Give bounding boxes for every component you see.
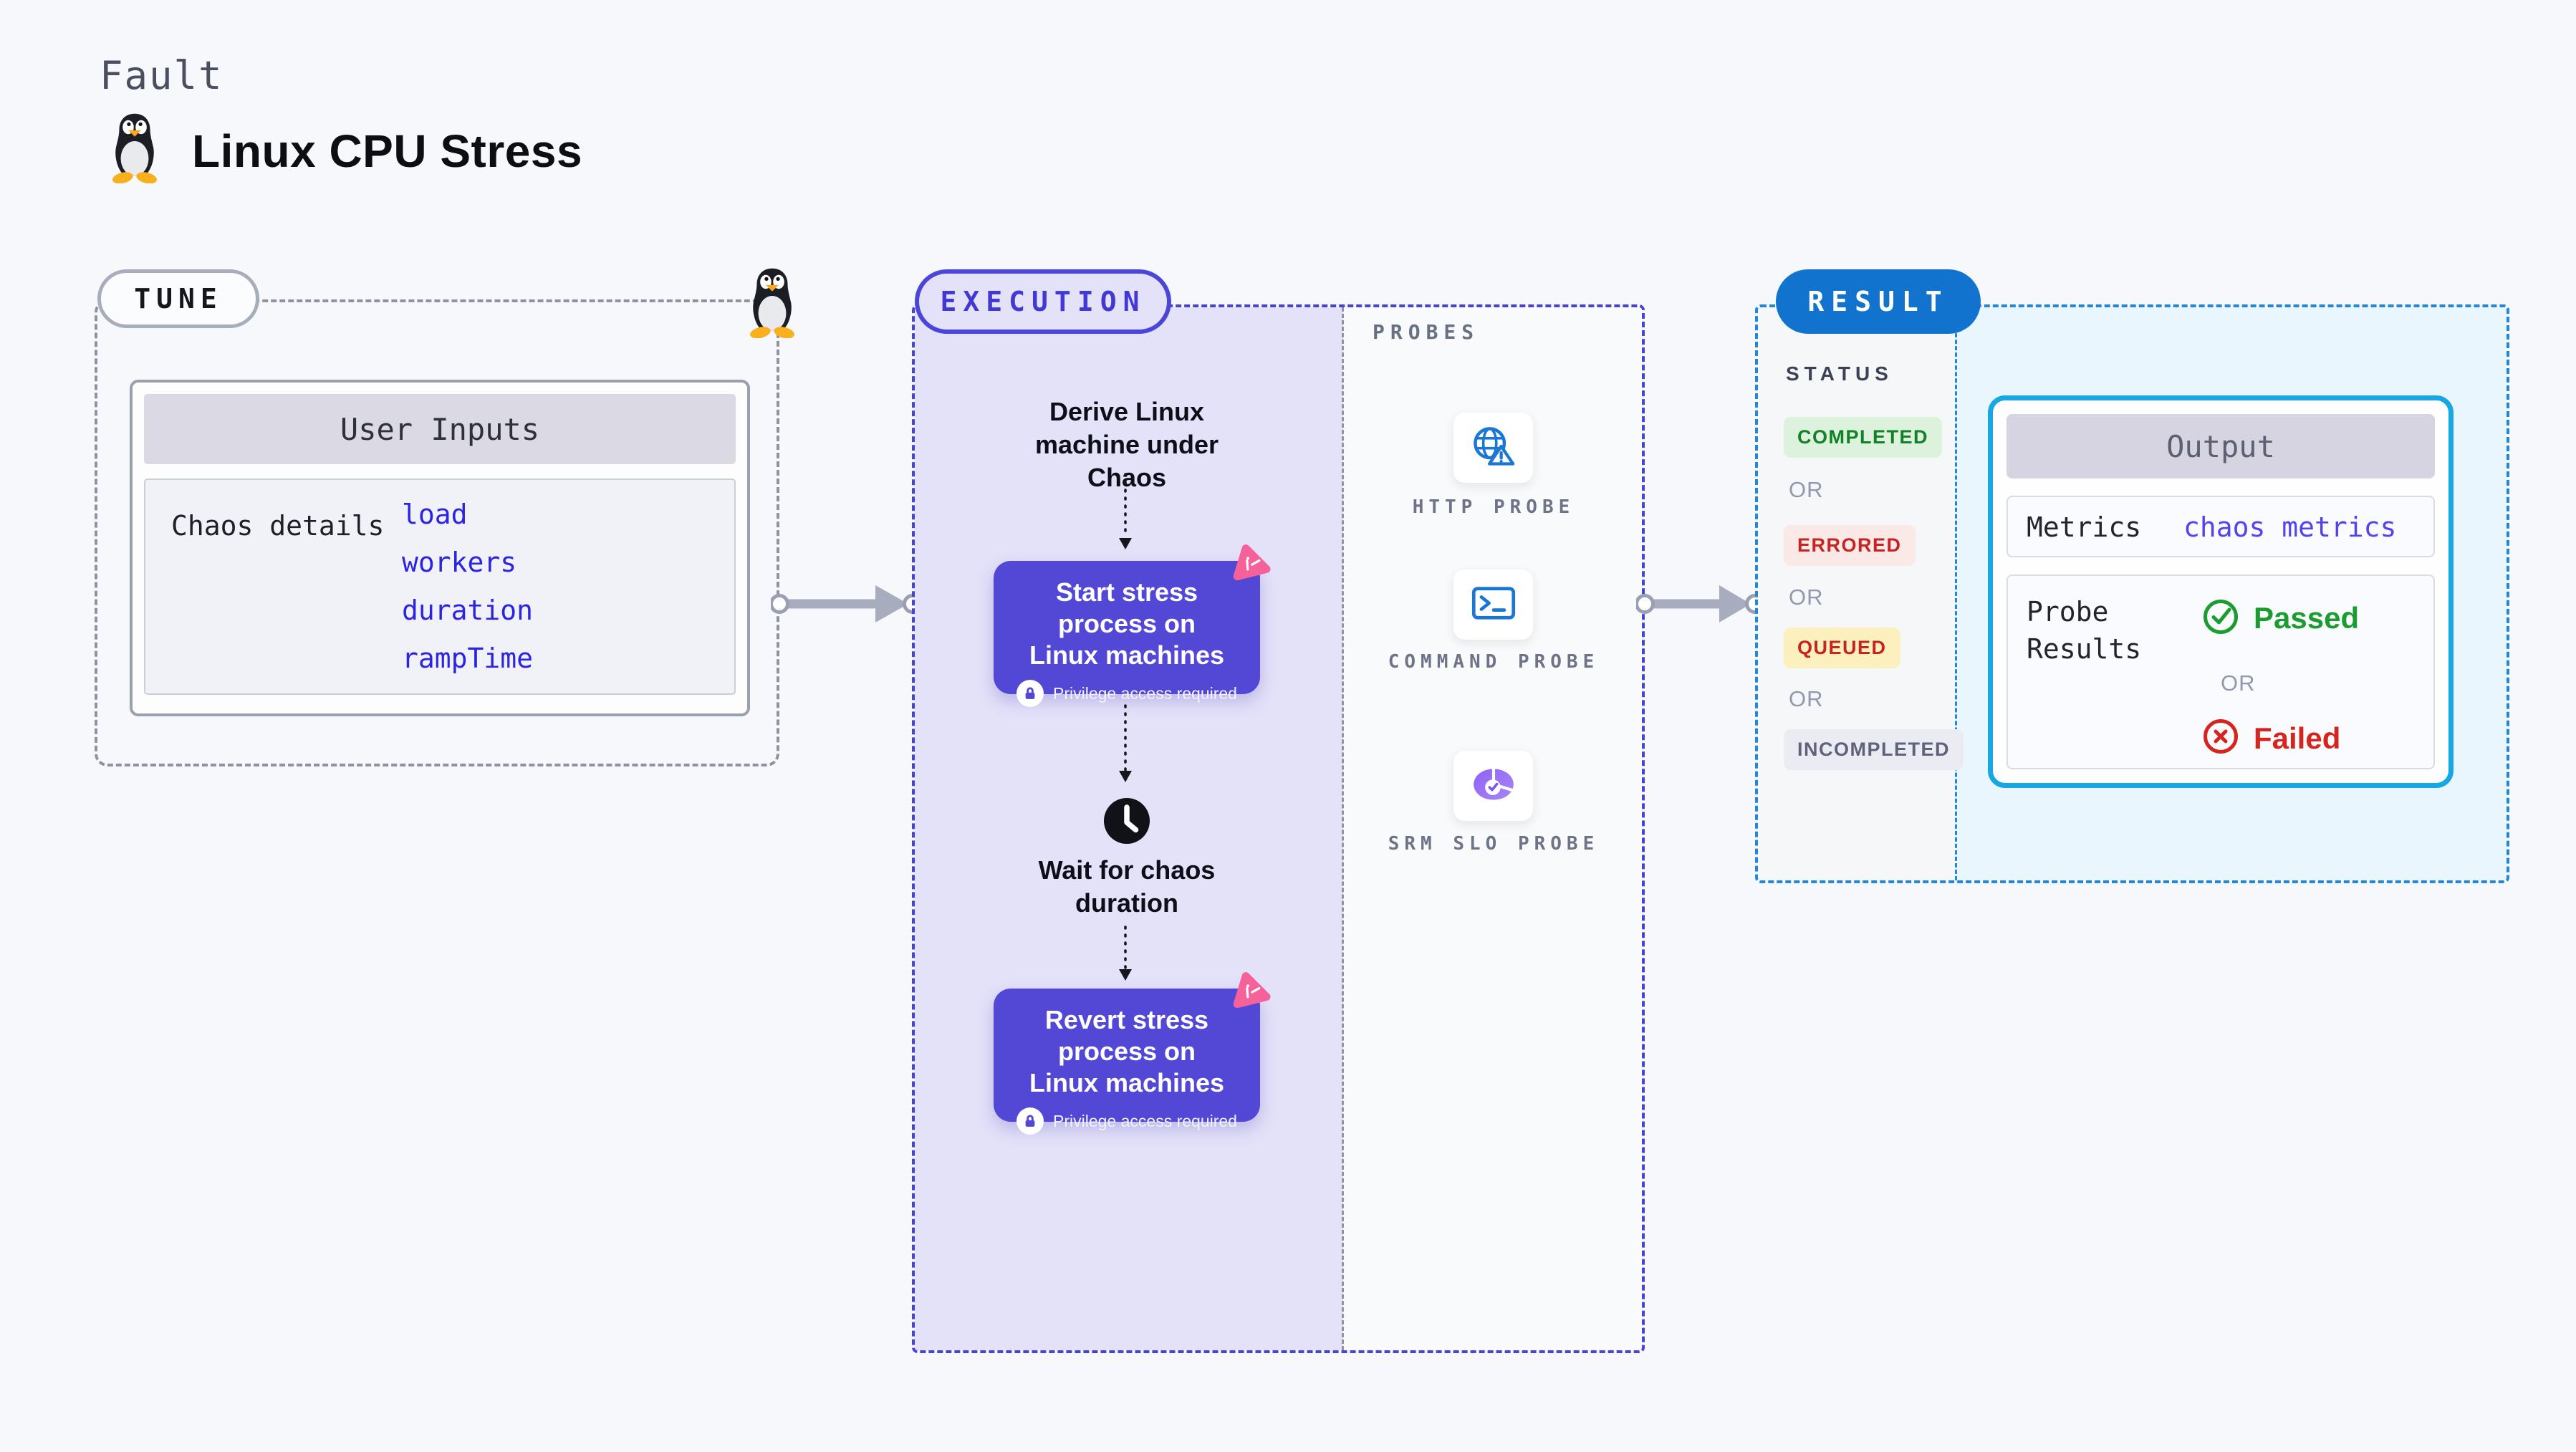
srm-slo-probe-card xyxy=(1453,751,1533,821)
lock-icon xyxy=(1017,680,1044,707)
tune-pill: TUNE xyxy=(97,269,259,328)
chaos-details-box xyxy=(144,479,736,695)
terminal-icon xyxy=(1471,585,1517,625)
page-title: Linux CPU Stress xyxy=(192,125,583,177)
revert-stress-card: Revert stress process on Linux machines … xyxy=(994,989,1260,1135)
passed-label: Passed xyxy=(2254,600,2360,635)
flow-arrow-down-icon xyxy=(1116,473,1135,554)
tune-section-box xyxy=(95,299,779,766)
http-probe-card xyxy=(1453,413,1533,483)
input-link-ramptime[interactable]: rampTime xyxy=(402,643,534,674)
input-link-workers[interactable]: workers xyxy=(402,547,517,578)
status-badge-errored: ERRORED xyxy=(1784,525,1916,566)
x-circle-icon xyxy=(2201,716,2241,760)
tux-icon xyxy=(105,112,165,184)
command-probe-label: COMMAND PROBE xyxy=(1388,651,1600,673)
derive-step-label: Derive Linux machine under Chaos xyxy=(1034,397,1219,492)
wait-step-label: Wait for chaos duration xyxy=(1038,855,1216,918)
status-output-divider xyxy=(1955,307,1957,880)
user-inputs-header: User Inputs xyxy=(144,394,736,464)
privilege-note: Privilege access required xyxy=(1053,1111,1237,1130)
clock-icon xyxy=(1102,797,1151,849)
chaos-details-label: Chaos details xyxy=(171,510,385,542)
status-column-background xyxy=(1758,307,1956,880)
probe-results-label: Probe Results xyxy=(2027,596,2142,665)
execution-pill: EXECUTION xyxy=(915,269,1171,334)
chaos-badge-icon xyxy=(1228,541,1271,587)
or-label: OR xyxy=(1789,477,1824,502)
srm-slo-probe-label: SRM SLO PROBE xyxy=(1388,833,1600,855)
status-heading: STATUS xyxy=(1786,362,1893,385)
metrics-row xyxy=(2007,496,2435,557)
execution-to-result-arrow xyxy=(1635,582,1765,626)
metrics-label: Metrics xyxy=(2027,511,2142,543)
passed-row: Passed xyxy=(2201,596,2359,640)
chaos-badge-icon xyxy=(1228,968,1271,1015)
input-link-load[interactable]: load xyxy=(402,499,468,530)
output-header: Output xyxy=(2007,414,2435,479)
or-label: OR xyxy=(1789,686,1824,711)
tune-to-execution-arrow xyxy=(769,582,923,626)
failed-label: Failed xyxy=(2254,721,2341,755)
or-label: OR xyxy=(1789,585,1824,610)
revert-stress-title: Revert stress process on Linux machines xyxy=(1029,1005,1225,1097)
flow-arrow-down-icon xyxy=(1116,704,1135,787)
status-badge-incompleted: INCOMPLETED xyxy=(1784,729,1964,770)
tux-icon xyxy=(742,266,802,339)
status-badge-completed: COMPLETED xyxy=(1784,417,1943,458)
check-circle-icon xyxy=(2201,596,2241,640)
or-label: OR xyxy=(2221,670,2256,696)
execution-probes-divider xyxy=(1342,307,1344,1350)
start-stress-title: Start stress process on Linux machines xyxy=(1029,577,1225,670)
metrics-link[interactable]: chaos metrics xyxy=(2183,511,2397,543)
start-stress-card: Start stress process on Linux machines P… xyxy=(994,561,1260,707)
failed-row: Failed xyxy=(2201,716,2340,760)
http-probe-label: HTTP PROBE xyxy=(1412,496,1575,518)
command-probe-card xyxy=(1453,569,1533,640)
lock-icon xyxy=(1017,1107,1044,1135)
privilege-note: Privilege access required xyxy=(1053,683,1237,703)
probes-heading: PROBES xyxy=(1373,320,1480,344)
globe-alert-icon xyxy=(1470,425,1517,471)
input-link-duration[interactable]: duration xyxy=(402,595,534,626)
status-badge-queued: QUEUED xyxy=(1784,628,1900,668)
result-pill: RESULT xyxy=(1776,269,1981,334)
fault-kicker: Fault xyxy=(100,53,224,98)
flow-arrow-down-icon xyxy=(1116,925,1135,985)
slo-donut-icon xyxy=(1470,766,1517,807)
